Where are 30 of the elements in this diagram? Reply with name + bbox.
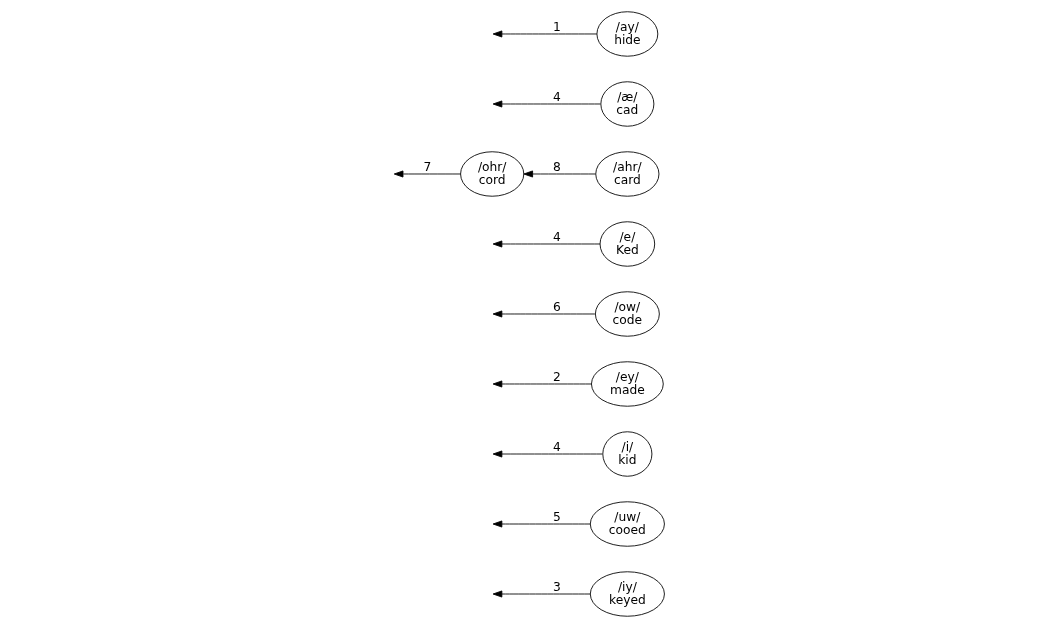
edge-label: 1 [553, 19, 561, 34]
arrow [492, 30, 598, 38]
node-circle: /i/ kid [602, 431, 653, 477]
node-ellipse: /æ/ cad [600, 81, 655, 127]
edge-label: 7 [423, 159, 432, 174]
node-ellipse: /ahr/ card [595, 151, 660, 197]
node-ellipse: /uw/ cooed [589, 501, 665, 547]
node-ellipse: /ey/ made [591, 361, 664, 407]
node-ellipse: /ohr/ cord [460, 151, 525, 197]
arrow [492, 310, 596, 318]
arrow [523, 170, 596, 178]
node-ellipse: /ay/ hide [596, 11, 659, 57]
edge-label: 8 [553, 159, 561, 174]
node-ellipse: /ow/ code [594, 291, 660, 337]
edge-label: 4 [553, 229, 561, 244]
arrow [492, 380, 592, 388]
arrow [492, 520, 591, 528]
arrow [393, 170, 461, 178]
arrow [492, 450, 603, 458]
edge-label: 2 [553, 369, 561, 384]
edge-label: 5 [553, 509, 561, 524]
edge-label: 4 [553, 89, 561, 104]
edge-label: 4 [553, 439, 561, 454]
node-ellipse: /iy/ keyed [589, 571, 665, 617]
node-ellipse: /e/ Ked [599, 221, 656, 267]
arrow [492, 100, 601, 108]
arrow [492, 240, 601, 248]
edge-label: 6 [553, 299, 561, 314]
arrow [492, 590, 591, 598]
edge-label: 3 [553, 579, 561, 594]
